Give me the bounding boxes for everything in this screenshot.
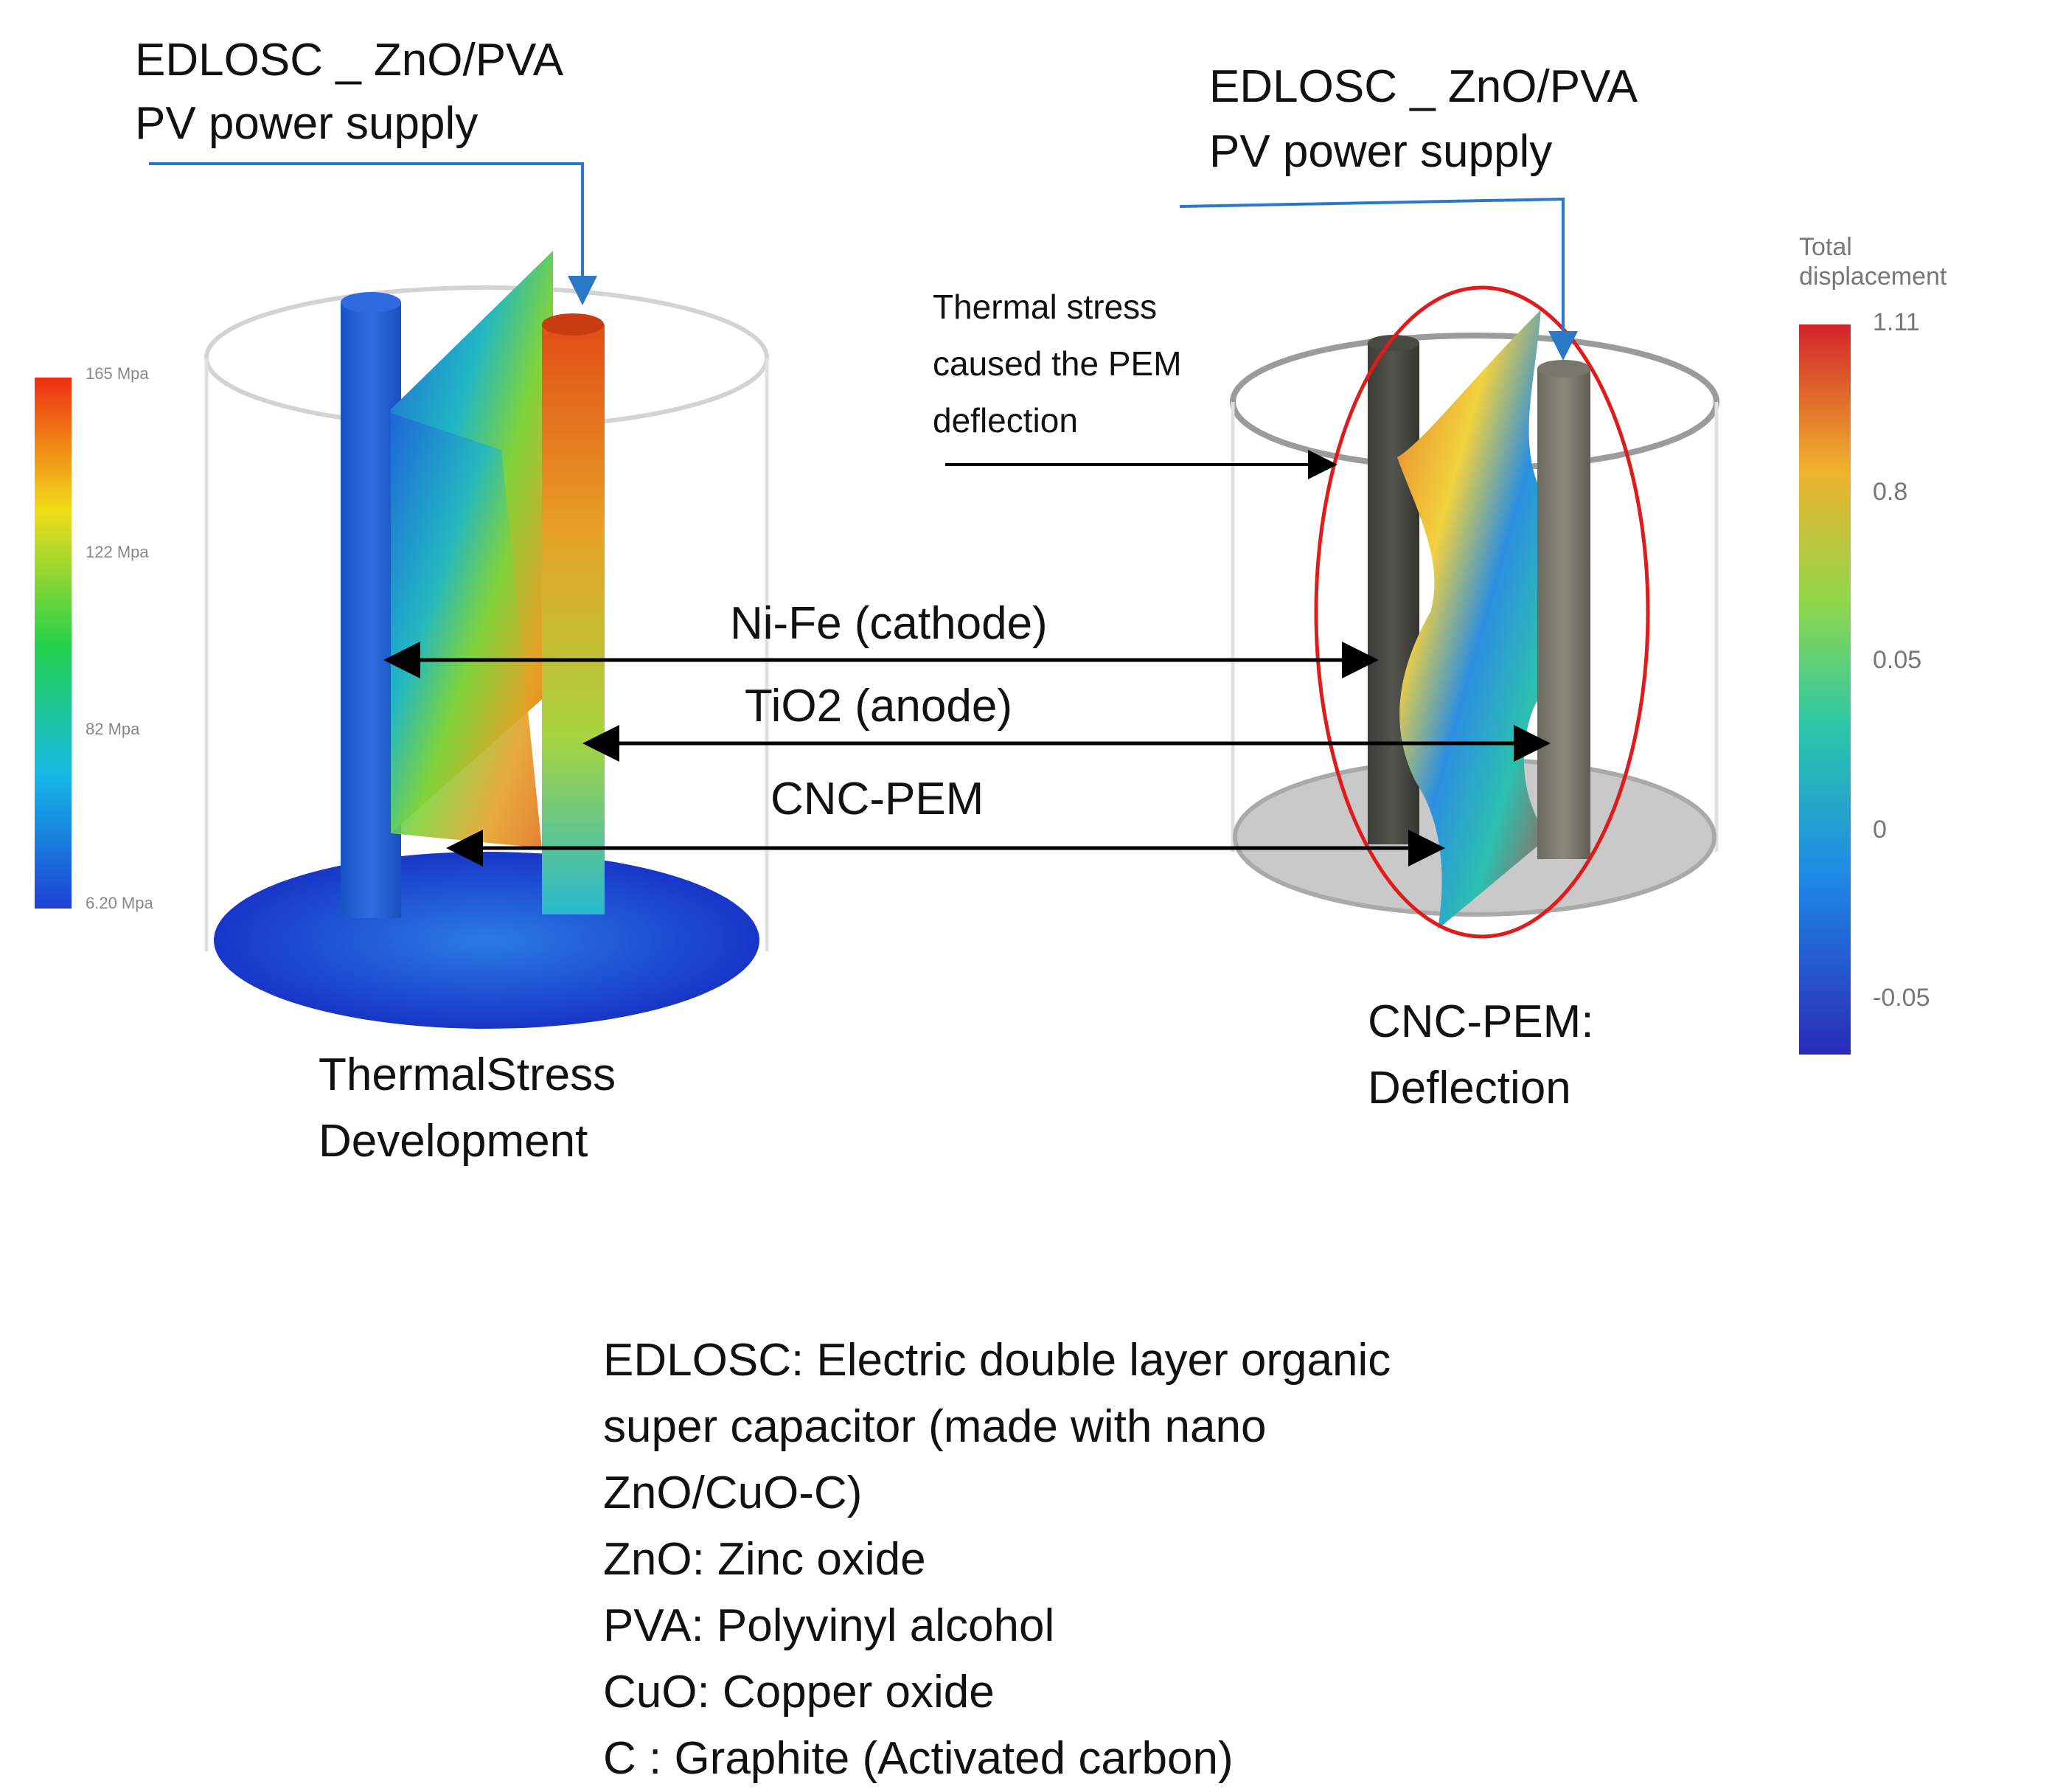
right-colorbar-tick-3: 0.05	[1873, 646, 1922, 674]
right-cathode-rod-top	[1368, 335, 1419, 351]
right-caption-line1: CNC-PEM:	[1368, 996, 1594, 1047]
thermal-annotation-line1: Thermal stress	[933, 288, 1158, 326]
left-anode-rod	[542, 324, 605, 914]
glossary-line: EDLOSC: Electric double layer organic	[603, 1335, 1391, 1386]
left-anode-rod-top	[542, 313, 604, 336]
right-colorbar-title-line2: displacement	[1799, 263, 1947, 291]
right-pem-plate	[1397, 310, 1572, 929]
left-pem-plate-body	[391, 413, 542, 848]
left-colorbar-tick-3: 82 Mpa	[86, 720, 140, 738]
right-anode-rod	[1537, 369, 1590, 859]
right-colorbar-tick-4: 0	[1873, 816, 1887, 844]
right-supply-pointer	[1179, 197, 1578, 361]
right-colorbar-tick-1: 1.11	[1873, 308, 1920, 336]
glossary-line: CuO: Copper oxide	[603, 1667, 995, 1718]
glossary-line: ZnO/CuO-C)	[603, 1468, 863, 1518]
left-caption-line2: Development	[319, 1116, 588, 1167]
left-colorbar	[35, 378, 72, 909]
right-supply-label-line1: EDLOSC _ ZnO/PVA	[1209, 61, 1638, 112]
glossary: EDLOSC: Electric double layer organic su…	[603, 1327, 1391, 1792]
right-model	[1230, 285, 1851, 1055]
left-supply-label-line2: PV power supply	[135, 98, 479, 149]
glossary-line: PVA: Polyvinyl alcohol	[603, 1600, 1055, 1651]
arrow-label-anode: TiO2 (anode)	[745, 681, 1012, 732]
right-colorbar-tick-5: -0.05	[1873, 984, 1930, 1012]
left-colorbar-tick-min: 6.20 Mpa	[86, 894, 153, 912]
left-supply-pointer	[149, 162, 597, 305]
right-colorbar-tick-2: 0.8	[1873, 478, 1908, 506]
right-colorbar-title-line1: Total	[1799, 233, 1852, 261]
right-colorbar	[1799, 324, 1851, 1055]
right-anode-rod-top	[1537, 360, 1590, 378]
thermal-annotation-line3: deflection	[933, 401, 1078, 440]
left-base-disc	[214, 852, 759, 1029]
highlight-ellipse	[1314, 285, 1650, 939]
left-caption-line1: ThermalStress	[319, 1049, 616, 1100]
left-colorbar-tick-max: 165 Mpa	[86, 364, 149, 383]
glossary-line: super capacitor (made with nano	[603, 1401, 1267, 1452]
thermal-annotation-line2: caused the PEM	[933, 344, 1182, 383]
left-supply-label-line1: EDLOSC _ ZnO/PVA	[135, 35, 564, 86]
right-supply-label-line2: PV power supply	[1209, 126, 1553, 177]
left-model	[35, 251, 769, 1029]
glossary-line: ZnO: Zinc oxide	[603, 1534, 926, 1585]
right-caption-line2: Deflection	[1368, 1063, 1571, 1114]
glossary-line: C : Graphite (Activated carbon)	[603, 1733, 1234, 1784]
arrow-label-cathode: Ni-Fe (cathode)	[730, 598, 1048, 649]
arrow-label-pem: CNC-PEM	[770, 774, 984, 824]
left-colorbar-tick-2: 122 Mpa	[86, 543, 149, 561]
left-cathode-rod-top	[341, 292, 401, 313]
